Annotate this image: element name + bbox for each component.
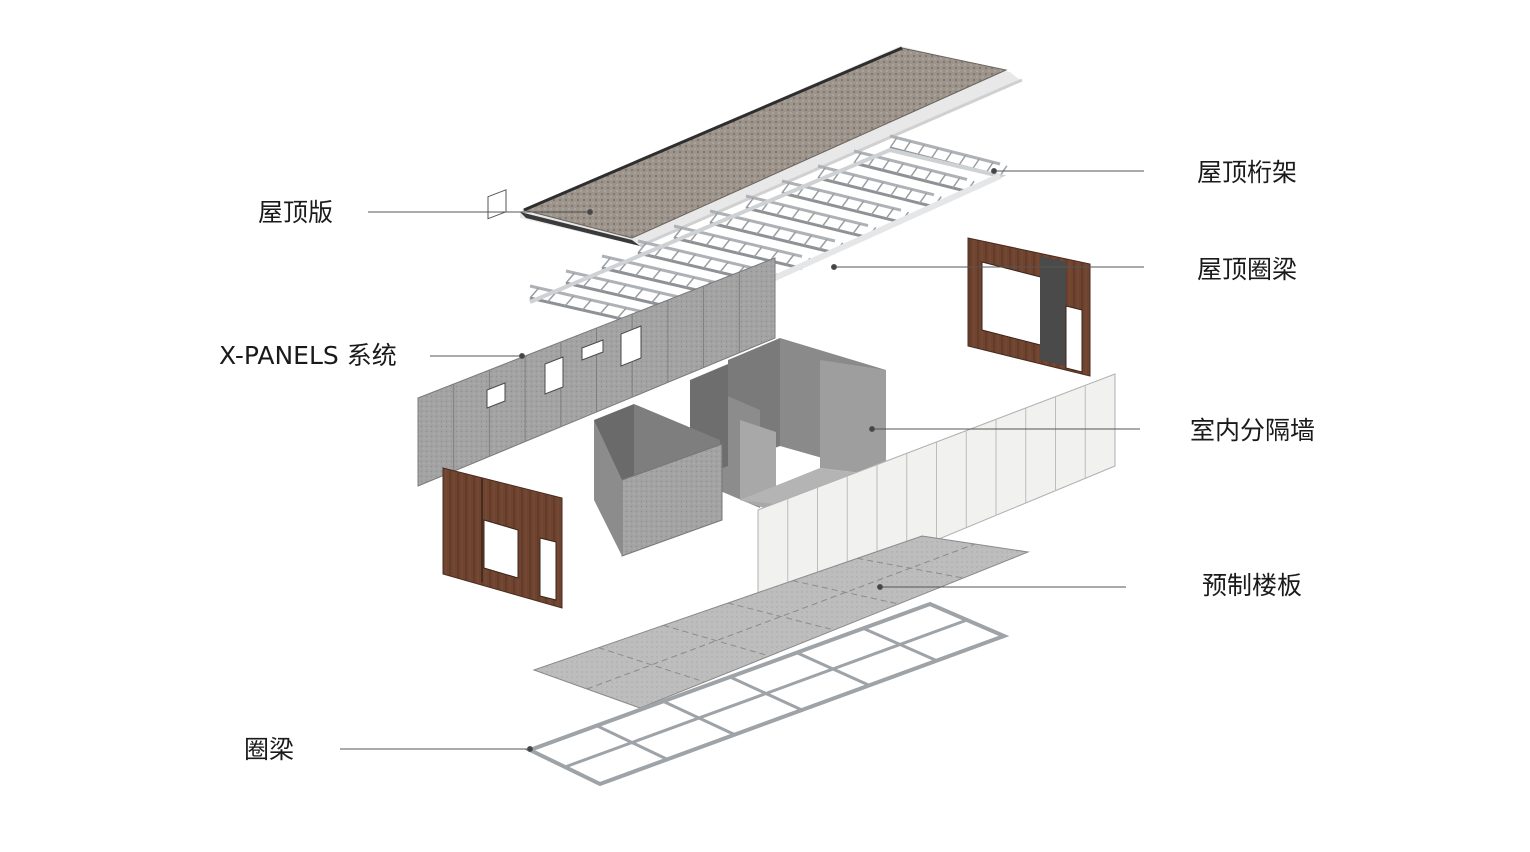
label-x-panels: X-PANELS 系统 <box>219 341 397 370</box>
label-roof-truss: 屋顶桁架 <box>1197 158 1298 187</box>
ring-beam-grid <box>524 601 1010 787</box>
label-partition-walls: 室内分隔墙 <box>1190 416 1316 445</box>
label-ring-beam: 圈梁 <box>244 735 295 764</box>
prefab-floor-slab <box>532 535 1030 709</box>
interior-partition-walls <box>594 338 886 557</box>
wood-end-wall-right <box>967 237 1091 377</box>
label-roof-slab: 屋顶版 <box>258 198 334 227</box>
white-panel-wall <box>757 373 1116 615</box>
label-roof-ring-beam: 屋顶圈梁 <box>1197 255 1298 284</box>
x-panels-wall <box>417 189 776 487</box>
wood-end-wall-left <box>442 467 563 609</box>
leader-lines <box>340 168 1144 752</box>
roof-slab <box>520 46 1023 248</box>
label-prefab-floor: 预制楼板 <box>1202 571 1303 600</box>
